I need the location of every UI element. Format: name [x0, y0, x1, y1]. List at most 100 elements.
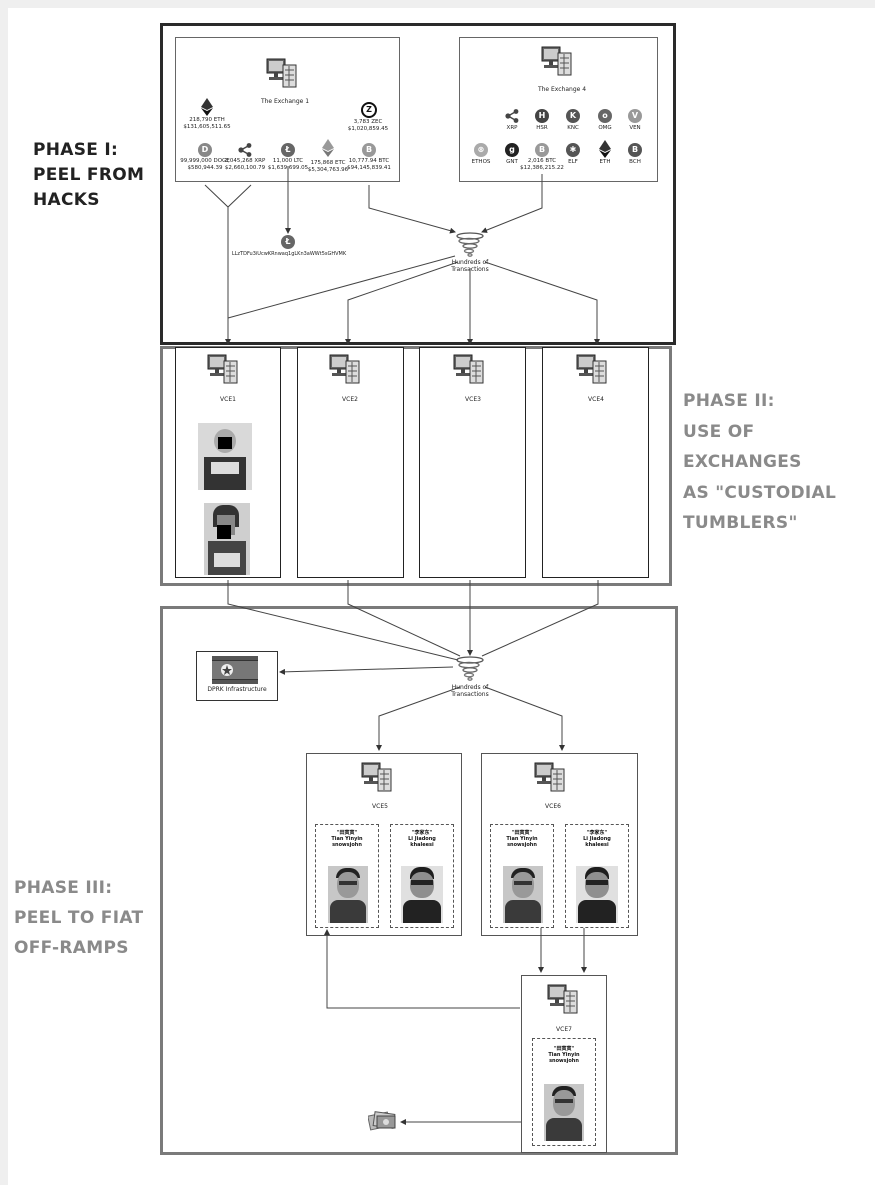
vce6-li-photo [576, 866, 618, 923]
tian-english-name: Tian Yinyin [506, 836, 538, 842]
arrow-mixer-vce2 [345, 261, 459, 345]
phase-1-label: PHASE I: PEEL FROM HACKS [33, 138, 144, 213]
mixer-2-line-1: Hundreds of [451, 684, 489, 691]
exchange-1-title: The Exchange 1 [260, 98, 310, 105]
exchange-1-computer-icon [266, 58, 297, 88]
arrow-ex1-mixer [368, 185, 456, 234]
elf-icon: ✱ [566, 143, 580, 157]
vce5-label: VCE5 [372, 803, 388, 810]
tian-chinese-name: "田寅寅" [553, 1046, 575, 1052]
ltc-address: LLzTDFu3iUcwKRnwaq1gLKn3aWWt5sGHVMK [231, 251, 347, 257]
ven-label: VEN [629, 125, 641, 131]
li-chinese-name: "李家东" [411, 830, 433, 836]
mixer-2-label: Hundreds of Transactions [445, 684, 495, 698]
etc-amount: 175,868 ETC [310, 160, 346, 166]
tian-english-name: Tian Yinyin [331, 836, 363, 842]
phase-3-line-1: PHASE III: [14, 878, 113, 898]
vce7-label: VCE7 [556, 1026, 572, 1033]
ethos-icon: ⊗ [474, 143, 488, 157]
tian-english-name: Tian Yinyin [548, 1052, 580, 1058]
exchange-4-computer-icon [541, 46, 572, 76]
vce6-label: VCE6 [545, 803, 561, 810]
etc-icon [322, 139, 334, 157]
vce2-label: VCE2 [342, 396, 358, 403]
line-vce2-mixer2 [347, 580, 461, 657]
ex4-xrp-label: XRP [506, 125, 518, 131]
bch-label: BCH [629, 159, 641, 165]
mixer-2-line-2: Transactions [451, 691, 489, 698]
ethos-label: ETHOS [471, 159, 491, 165]
phase-2-frame [160, 346, 672, 586]
vce1-photo-1 [198, 423, 252, 490]
tian-username: snowsjohn [332, 842, 362, 848]
vce4-computer-icon [576, 354, 607, 384]
tian-username: snowsjohn [549, 1058, 579, 1064]
ltc-icon: Ł [281, 143, 295, 157]
ex4-eth-icon [599, 140, 611, 158]
eth-amount: 218,790 ETH [189, 117, 225, 123]
ex4-btc: 2,016 BTC $12,386,215.22 [517, 158, 567, 171]
arrow-vce7-vce5 [324, 929, 520, 1009]
phase-1-line-1: PHASE I: [33, 140, 119, 160]
hsr-icon: H [535, 109, 549, 123]
dprk-label: DPRK Infrastructure [207, 686, 267, 693]
vce3-label: VCE3 [465, 396, 481, 403]
dprk-flag-icon [212, 656, 258, 684]
xrp-amount: 3,045,268 XRP [224, 158, 266, 164]
vce3-box [419, 347, 526, 578]
ven-icon: V [628, 109, 642, 123]
arrow-mixer-vce1 [227, 255, 456, 319]
phase-3-label: PHASE III: PEEL TO FIAT OFF-RAMPS [14, 873, 143, 963]
doge-amount: 99,999,000 DOGE [180, 158, 230, 164]
vce3-computer-icon [453, 354, 484, 384]
vce1-computer-icon [207, 354, 238, 384]
v-branch [204, 184, 252, 208]
vce7-tian-photo [544, 1084, 584, 1141]
ltc-amount: 11,000 LTC [272, 158, 304, 164]
ex4-xrp-icon [505, 109, 519, 123]
li-chinese-name: "李家东" [586, 830, 608, 836]
omg-icon: o [598, 109, 612, 123]
exchange-1-ltc: 11,000 LTC $1,639,699.05 [263, 158, 313, 171]
exchange-1-eth: 218,790 ETH $131,605,511.65 [182, 117, 232, 130]
vce7-tian-labels: "田寅寅" Tian Yinyin snowsjohn [532, 1046, 596, 1064]
tian-username: snowsjohn [507, 842, 537, 848]
vce2-computer-icon [329, 354, 360, 384]
vce5-tian-photo [328, 866, 368, 923]
vce5-computer-icon [361, 762, 392, 792]
btc-icon: B [362, 143, 376, 157]
gnt-label: GNT [506, 159, 518, 165]
mixer-1-label: Hundreds of Transactions [445, 259, 495, 273]
eth-value: $131,605,511.65 [183, 123, 231, 130]
phase-2-line-3: EXCHANGES [683, 452, 802, 472]
doge-icon: D [198, 143, 212, 157]
mixer-1-tornado-icon [456, 232, 484, 257]
vce6-li-labels: "李家东" Li Jiadong khaleesi [565, 830, 629, 848]
tian-chinese-name: "田寅寅" [511, 830, 533, 836]
li-english-name: Li Jiadong [408, 836, 436, 842]
vce6-tian-labels: "田寅寅" Tian Yinyin snowsjohn [490, 830, 554, 848]
ex4-btc-value: $12,386,215.22 [520, 164, 564, 171]
ltc-value: $1,639,699.05 [267, 164, 309, 171]
phase-2-label: PHASE II: USE OF EXCHANGES AS "CUSTODIAL… [683, 386, 836, 539]
phase-3-line-2: PEEL TO FIAT [14, 908, 144, 928]
exchange-4-title: The Exchange 4 [537, 86, 587, 93]
phase-2-line-4: AS "CUSTODIAL [683, 482, 837, 503]
vce1-label: VCE1 [220, 396, 236, 403]
arrow-to-vce5 [376, 686, 461, 751]
etc-value: $5,304,763.96 [307, 166, 349, 173]
ex4-btc-amount: 2,016 BTC [527, 158, 557, 164]
gnt-icon: g [505, 143, 519, 157]
arrow-to-vce6 [484, 686, 565, 751]
vce4-box [542, 347, 649, 578]
exchange-1-xrp: 3,045,268 XRP $2,660,100.79 [220, 158, 270, 171]
vce5-tian-labels: "田寅寅" Tian Yinyin snowsjohn [315, 830, 379, 848]
vce7-computer-icon [547, 984, 578, 1014]
mixer-2-tornado-icon [456, 656, 484, 681]
vce6-tian-photo [503, 866, 543, 923]
exchange-1-doge: 99,999,000 DOGE $580,944.39 [180, 158, 230, 171]
vce2-box [297, 347, 404, 578]
exchange-1-btc: 10,777.94 BTC $94,145,839.41 [344, 158, 394, 171]
xrp-value: $2,660,100.79 [224, 164, 266, 171]
phase-2-line-1: PHASE II: [683, 391, 775, 411]
